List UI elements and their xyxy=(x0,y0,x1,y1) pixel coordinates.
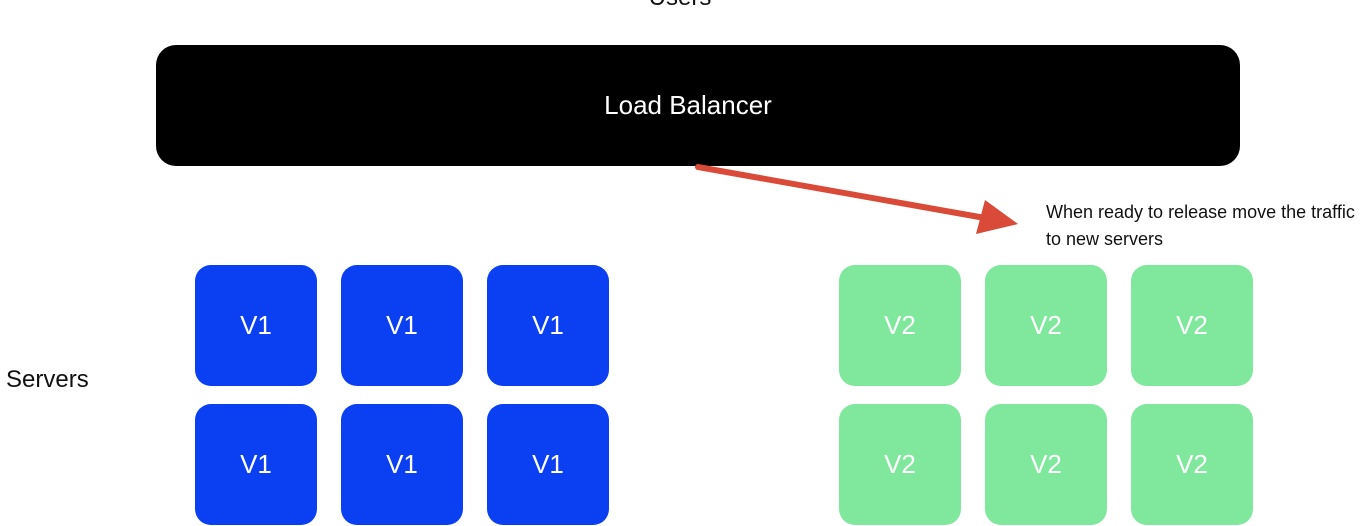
users-label: Users xyxy=(580,0,780,12)
server-v1: V1 xyxy=(195,265,317,386)
release-note: When ready to release move the traffic t… xyxy=(1046,202,1355,249)
server-v1: V1 xyxy=(341,404,463,525)
load-balancer-box: Load Balancer xyxy=(156,45,1240,166)
load-balancer-label: Load Balancer xyxy=(604,90,772,120)
server-v2: V2 xyxy=(1131,265,1253,386)
traffic-arrow-head xyxy=(976,200,1018,234)
server-v1: V1 xyxy=(487,265,609,386)
server-v2: V2 xyxy=(1131,404,1253,525)
servers-label: Servers xyxy=(6,366,89,393)
server-v2: V2 xyxy=(985,265,1107,386)
server-v1: V1 xyxy=(487,404,609,525)
traffic-arrow-line xyxy=(695,164,988,221)
server-v2: V2 xyxy=(839,265,961,386)
server-v2: V2 xyxy=(985,404,1107,525)
server-v1: V1 xyxy=(195,404,317,525)
server-v2: V2 xyxy=(839,404,961,525)
server-v1: V1 xyxy=(341,265,463,386)
